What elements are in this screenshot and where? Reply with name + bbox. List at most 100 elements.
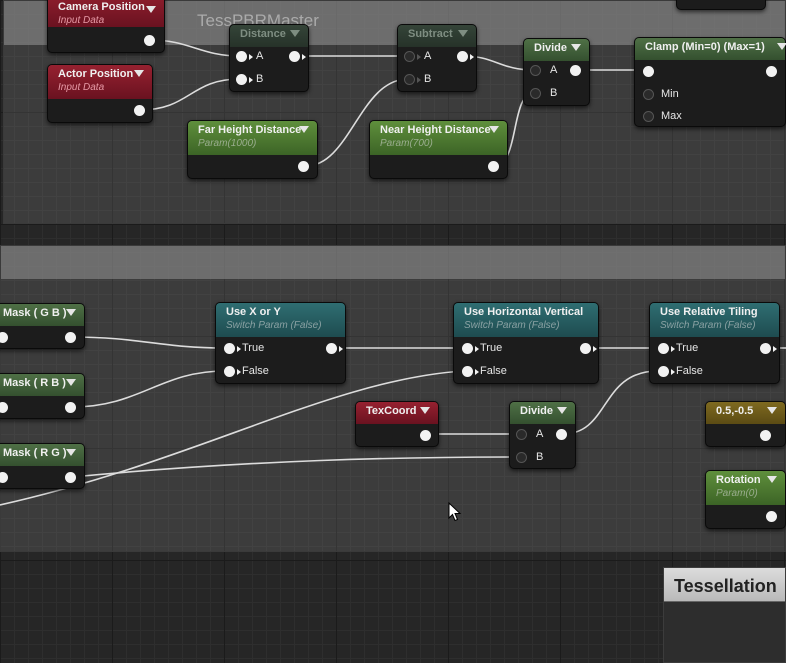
node-far-height-distance[interactable]: Far Height Distance Param(1000) [187, 120, 318, 179]
offscreen-node[interactable] [676, 0, 766, 10]
chevron-down-icon[interactable] [66, 309, 76, 316]
node-header[interactable]: TexCoord [356, 402, 438, 424]
input-pin-a[interactable] [530, 65, 541, 76]
output-pin[interactable] [570, 65, 581, 76]
node-near-height-distance[interactable]: Near Height Distance Param(700) [369, 120, 508, 179]
node-header[interactable]: Mask ( R G ) [0, 444, 84, 466]
comment-header[interactable]: Tessellation [664, 568, 785, 602]
input-pin-max[interactable] [643, 111, 654, 122]
node-divide-top[interactable]: Divide A B [523, 38, 590, 106]
input-pin-a[interactable] [516, 429, 527, 440]
comment-header[interactable] [1, 246, 785, 279]
node-header[interactable]: Distance [230, 25, 308, 47]
comment-title: Tessellation [674, 576, 777, 596]
output-pin[interactable] [580, 343, 591, 354]
node-clamp[interactable]: Clamp (Min=0) (Max=1) Min Max [634, 37, 786, 127]
chevron-down-icon[interactable] [557, 407, 567, 414]
chevron-down-icon[interactable] [66, 379, 76, 386]
output-pin[interactable] [134, 105, 145, 116]
output-pin[interactable] [760, 430, 771, 441]
node-header[interactable]: Actor Position Input Data [48, 65, 152, 99]
chevron-down-icon[interactable] [299, 126, 309, 133]
output-pin[interactable] [298, 161, 309, 172]
node-header[interactable]: Subtract [398, 25, 476, 47]
chevron-down-icon[interactable] [458, 30, 468, 37]
input-pin-true[interactable] [658, 343, 669, 354]
chevron-down-icon[interactable] [767, 476, 777, 483]
node-mask-rb[interactable]: Mask ( R B ) [0, 373, 85, 419]
node-texcoord[interactable]: TexCoord [355, 401, 439, 447]
node-header[interactable]: Camera Position Input Data [48, 0, 164, 27]
comment-box-tessellation[interactable]: Tessellation [663, 567, 786, 663]
node-header[interactable]: Near Height Distance Param(700) [370, 121, 507, 155]
comment-box-tiling[interactable] [0, 245, 786, 552]
chevron-down-icon[interactable] [134, 70, 144, 77]
node-header[interactable]: Divide [510, 402, 575, 424]
node-rotation[interactable]: Rotation Param(0) [705, 470, 786, 529]
node-actor-position[interactable]: Actor Position Input Data [47, 64, 153, 123]
node-header[interactable]: Far Height Distance Param(1000) [188, 121, 317, 155]
node-subtract[interactable]: Subtract A B [397, 24, 477, 92]
input-pin-true[interactable] [462, 343, 473, 354]
node-header[interactable]: Mask ( G B ) [0, 304, 84, 326]
input-pin-b[interactable] [530, 88, 541, 99]
output-pin[interactable] [65, 402, 76, 413]
input-pin[interactable] [0, 472, 8, 483]
input-pin-b[interactable] [404, 74, 415, 85]
chevron-down-icon[interactable] [290, 30, 300, 37]
node-header[interactable]: Divide [524, 39, 589, 61]
output-pin[interactable] [420, 430, 431, 441]
input-pin-min[interactable] [643, 89, 654, 100]
pin-arrow [339, 346, 343, 352]
chevron-down-icon[interactable] [489, 126, 499, 133]
node-divide-bottom[interactable]: Divide A B [509, 401, 576, 469]
node-header[interactable]: Mask ( R B ) [0, 374, 84, 396]
input-pin-b[interactable] [236, 74, 247, 85]
node-constant2-vector[interactable]: 0.5,-0.5 [705, 401, 786, 447]
node-header[interactable]: Use Relative Tiling Switch Param (False) [650, 303, 779, 337]
node-use-horizontal-vertical[interactable]: Use Horizontal Vertical Switch Param (Fa… [453, 302, 599, 384]
chevron-down-icon[interactable] [767, 407, 777, 414]
node-header[interactable]: 0.5,-0.5 [706, 402, 785, 424]
output-pin[interactable] [488, 161, 499, 172]
node-title: Clamp (Min=0) (Max=1) [645, 41, 765, 53]
chevron-down-icon[interactable] [571, 44, 581, 51]
output-pin[interactable] [457, 51, 468, 62]
node-mask-gb[interactable]: Mask ( G B ) [0, 303, 85, 349]
input-pin[interactable] [643, 66, 654, 77]
chevron-down-icon[interactable] [420, 407, 430, 414]
node-camera-position[interactable]: Camera Position Input Data [47, 0, 165, 53]
node-header[interactable]: Use X or Y Switch Param (False) [216, 303, 345, 337]
node-use-relative-tiling[interactable]: Use Relative Tiling Switch Param (False)… [649, 302, 780, 384]
wire [71, 370, 226, 408]
node-use-x-or-y[interactable]: Use X or Y Switch Param (False) True Fal… [215, 302, 346, 384]
output-pin[interactable] [760, 343, 771, 354]
chevron-down-icon[interactable] [146, 6, 156, 13]
input-pin-a[interactable] [404, 51, 415, 62]
node-mask-rg[interactable]: Mask ( R G ) [0, 443, 85, 489]
pin-arrow [470, 54, 474, 60]
node-header[interactable]: Clamp (Min=0) (Max=1) [635, 38, 786, 60]
output-pin[interactable] [766, 511, 777, 522]
input-pin-false[interactable] [224, 366, 235, 377]
node-header[interactable]: Rotation Param(0) [706, 471, 785, 505]
input-pin-b[interactable] [516, 452, 527, 463]
output-pin[interactable] [766, 66, 777, 77]
input-pin[interactable] [0, 332, 8, 343]
output-pin[interactable] [556, 429, 567, 440]
chevron-down-icon[interactable] [777, 43, 786, 50]
output-pin[interactable] [65, 332, 76, 343]
input-pin-a[interactable] [236, 51, 247, 62]
chevron-down-icon[interactable] [66, 449, 76, 456]
output-pin[interactable] [326, 343, 337, 354]
input-pin-true[interactable] [224, 343, 235, 354]
output-pin[interactable] [144, 35, 155, 46]
input-pin[interactable] [0, 402, 8, 413]
input-pin-false[interactable] [462, 366, 473, 377]
node-header[interactable]: Use Horizontal Vertical Switch Param (Fa… [454, 303, 598, 337]
input-pin-false[interactable] [658, 366, 669, 377]
node-subtitle: Switch Param (False) [464, 320, 560, 331]
output-pin[interactable] [65, 472, 76, 483]
output-pin[interactable] [289, 51, 300, 62]
node-distance[interactable]: Distance A B [229, 24, 309, 92]
